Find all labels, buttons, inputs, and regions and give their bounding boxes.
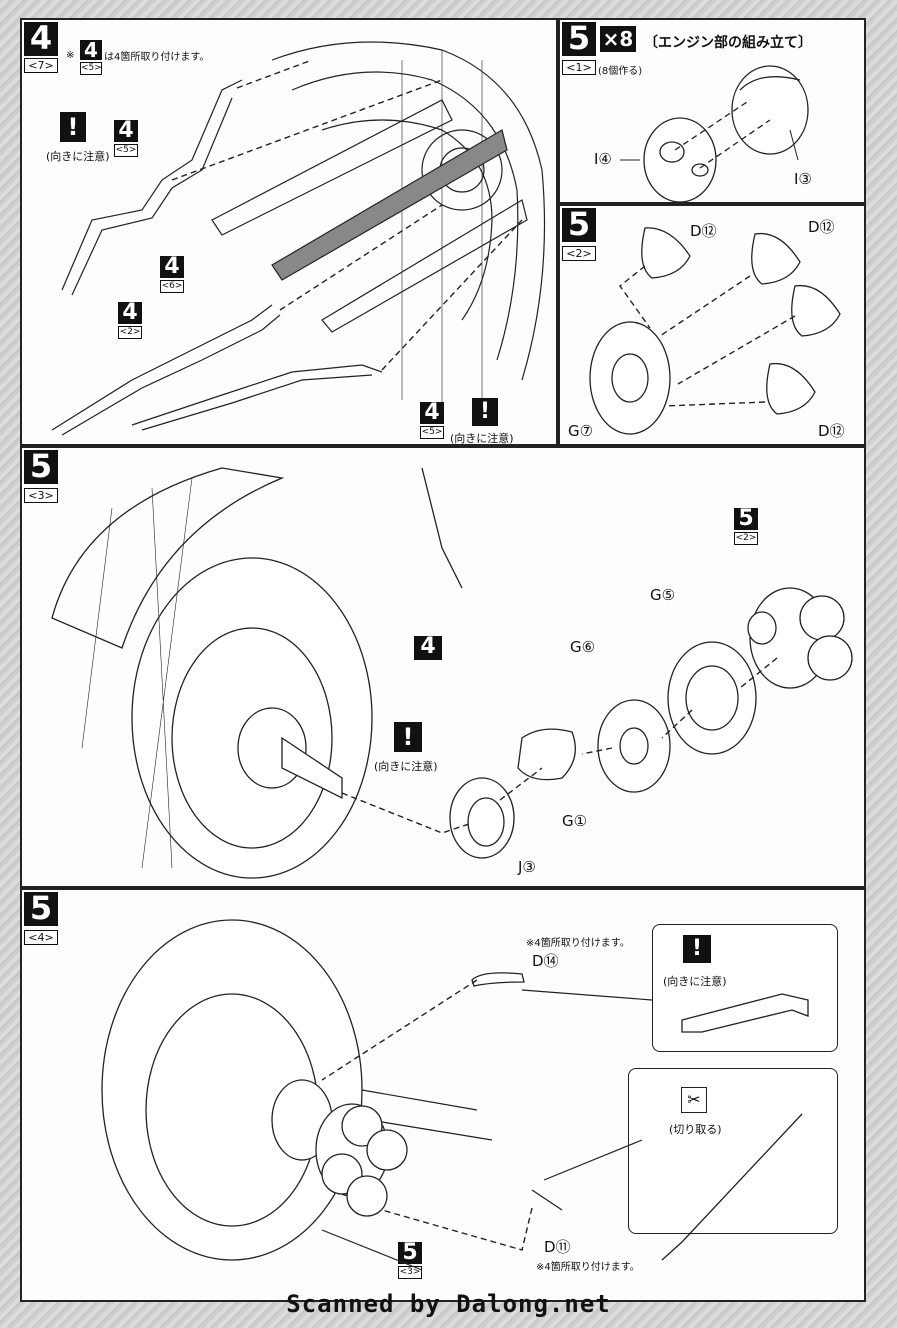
note-step-number: 4 — [80, 40, 102, 60]
panel-step-5-2: 5 <2> D⑫ D⑫ G⑦ D⑫ — [558, 204, 866, 446]
cut-detail-box: ✂ (切り取る) — [628, 1068, 838, 1234]
part-label: J③ — [518, 858, 536, 876]
ref-step-sub: <3> — [398, 1266, 422, 1279]
step-sub-number: <1> — [562, 60, 596, 75]
callout-step: 4 — [118, 302, 142, 324]
step-sub-number: <2> — [562, 246, 596, 261]
caution-icon: ! — [472, 398, 498, 426]
note-asterisk: ※ — [66, 50, 75, 61]
callout-sub: <5> — [114, 144, 138, 157]
panel-step-5-4: 5 <4> ※4箇所取り付けます。 D⑭ D⑪ ※4箇所取り付けます。 5 <3… — [20, 888, 866, 1302]
step-number: 5 — [24, 892, 58, 926]
scan-credit: Scanned by Dalong.net — [286, 1290, 611, 1318]
engine-part-art — [620, 65, 809, 202]
caution-icon: ! — [60, 112, 86, 142]
note-step-sub: <5> — [80, 62, 102, 75]
nipper-icon: ✂ — [681, 1087, 707, 1113]
part-label: D⑫ — [690, 222, 717, 240]
part-label: D⑪ — [544, 1238, 571, 1256]
ref-step-number: 5 — [734, 508, 758, 530]
step-number: 5 — [562, 208, 596, 242]
callout-sub: <2> — [118, 326, 142, 339]
part-label: G⑦ — [568, 422, 594, 440]
caution-text: (向きに注意) — [374, 760, 438, 773]
part-label: I④ — [594, 150, 612, 168]
callout-step: 4 — [420, 402, 444, 424]
cut-text: (切り取る) — [669, 1123, 722, 1136]
part-label: G⑤ — [650, 586, 676, 604]
caution-text: (向きに注意) — [663, 975, 727, 988]
caution-text: (向きに注意) — [46, 150, 110, 163]
part-label: D⑭ — [532, 952, 559, 970]
caution-icon: ! — [394, 722, 422, 752]
note-text: は4箇所取り付けます。 — [104, 52, 210, 63]
multiplier-note: (8個作る) — [598, 66, 643, 77]
ref-step-number: 5 — [398, 1242, 422, 1264]
caution-icon: ! — [683, 935, 711, 963]
step-sub-number: <3> — [24, 488, 58, 503]
callout-step: 4 — [114, 120, 138, 142]
callout-sub: <5> — [420, 426, 444, 439]
step-number: 4 — [24, 22, 58, 56]
note-text: ※4箇所取り付けます。 — [536, 1262, 640, 1273]
step-number: 5 — [562, 22, 596, 56]
section-title: 〔エンジン部の組み立て〕 — [644, 35, 812, 51]
panel-step-5-3: 5 <3> 5 <2> 4 ! (向きに注意) G⑤ G⑥ G① J③ — [20, 446, 866, 888]
note-text: ※4箇所取り付けます。 — [526, 938, 630, 949]
panel-step-4-7: 4 <7> ※ 4 <5> は4箇所取り付けます。 ! (向きに注意) 4 <5… — [20, 18, 558, 446]
step-sub-number: <7> — [24, 58, 58, 73]
part-label: D⑫ — [808, 218, 835, 236]
multiplier-badge: ×8 — [600, 26, 636, 52]
caution-text: (向きに注意) — [450, 432, 514, 445]
panel4-line-art — [51, 41, 546, 436]
callout-sub: <6> — [160, 280, 184, 293]
part-label: G① — [562, 812, 588, 830]
ref-step-big: 4 — [414, 636, 442, 660]
panel-step-5-1: 5 <1> ×8 (8個作る) 〔エンジン部の組み立て〕 I④ I③ — [558, 18, 866, 204]
part-label: G⑥ — [570, 638, 596, 656]
engine-mount-art — [51, 467, 853, 879]
nozzle-install-art — [101, 919, 809, 1271]
nozzle-assembly-art — [589, 227, 841, 435]
step-sub-number: <4> — [24, 930, 58, 945]
step-number: 5 — [24, 450, 58, 484]
callout-step: 4 — [160, 256, 184, 278]
part-label: D⑫ — [818, 422, 845, 440]
part-label: I③ — [794, 170, 812, 188]
ref-step-sub: <2> — [734, 532, 758, 545]
